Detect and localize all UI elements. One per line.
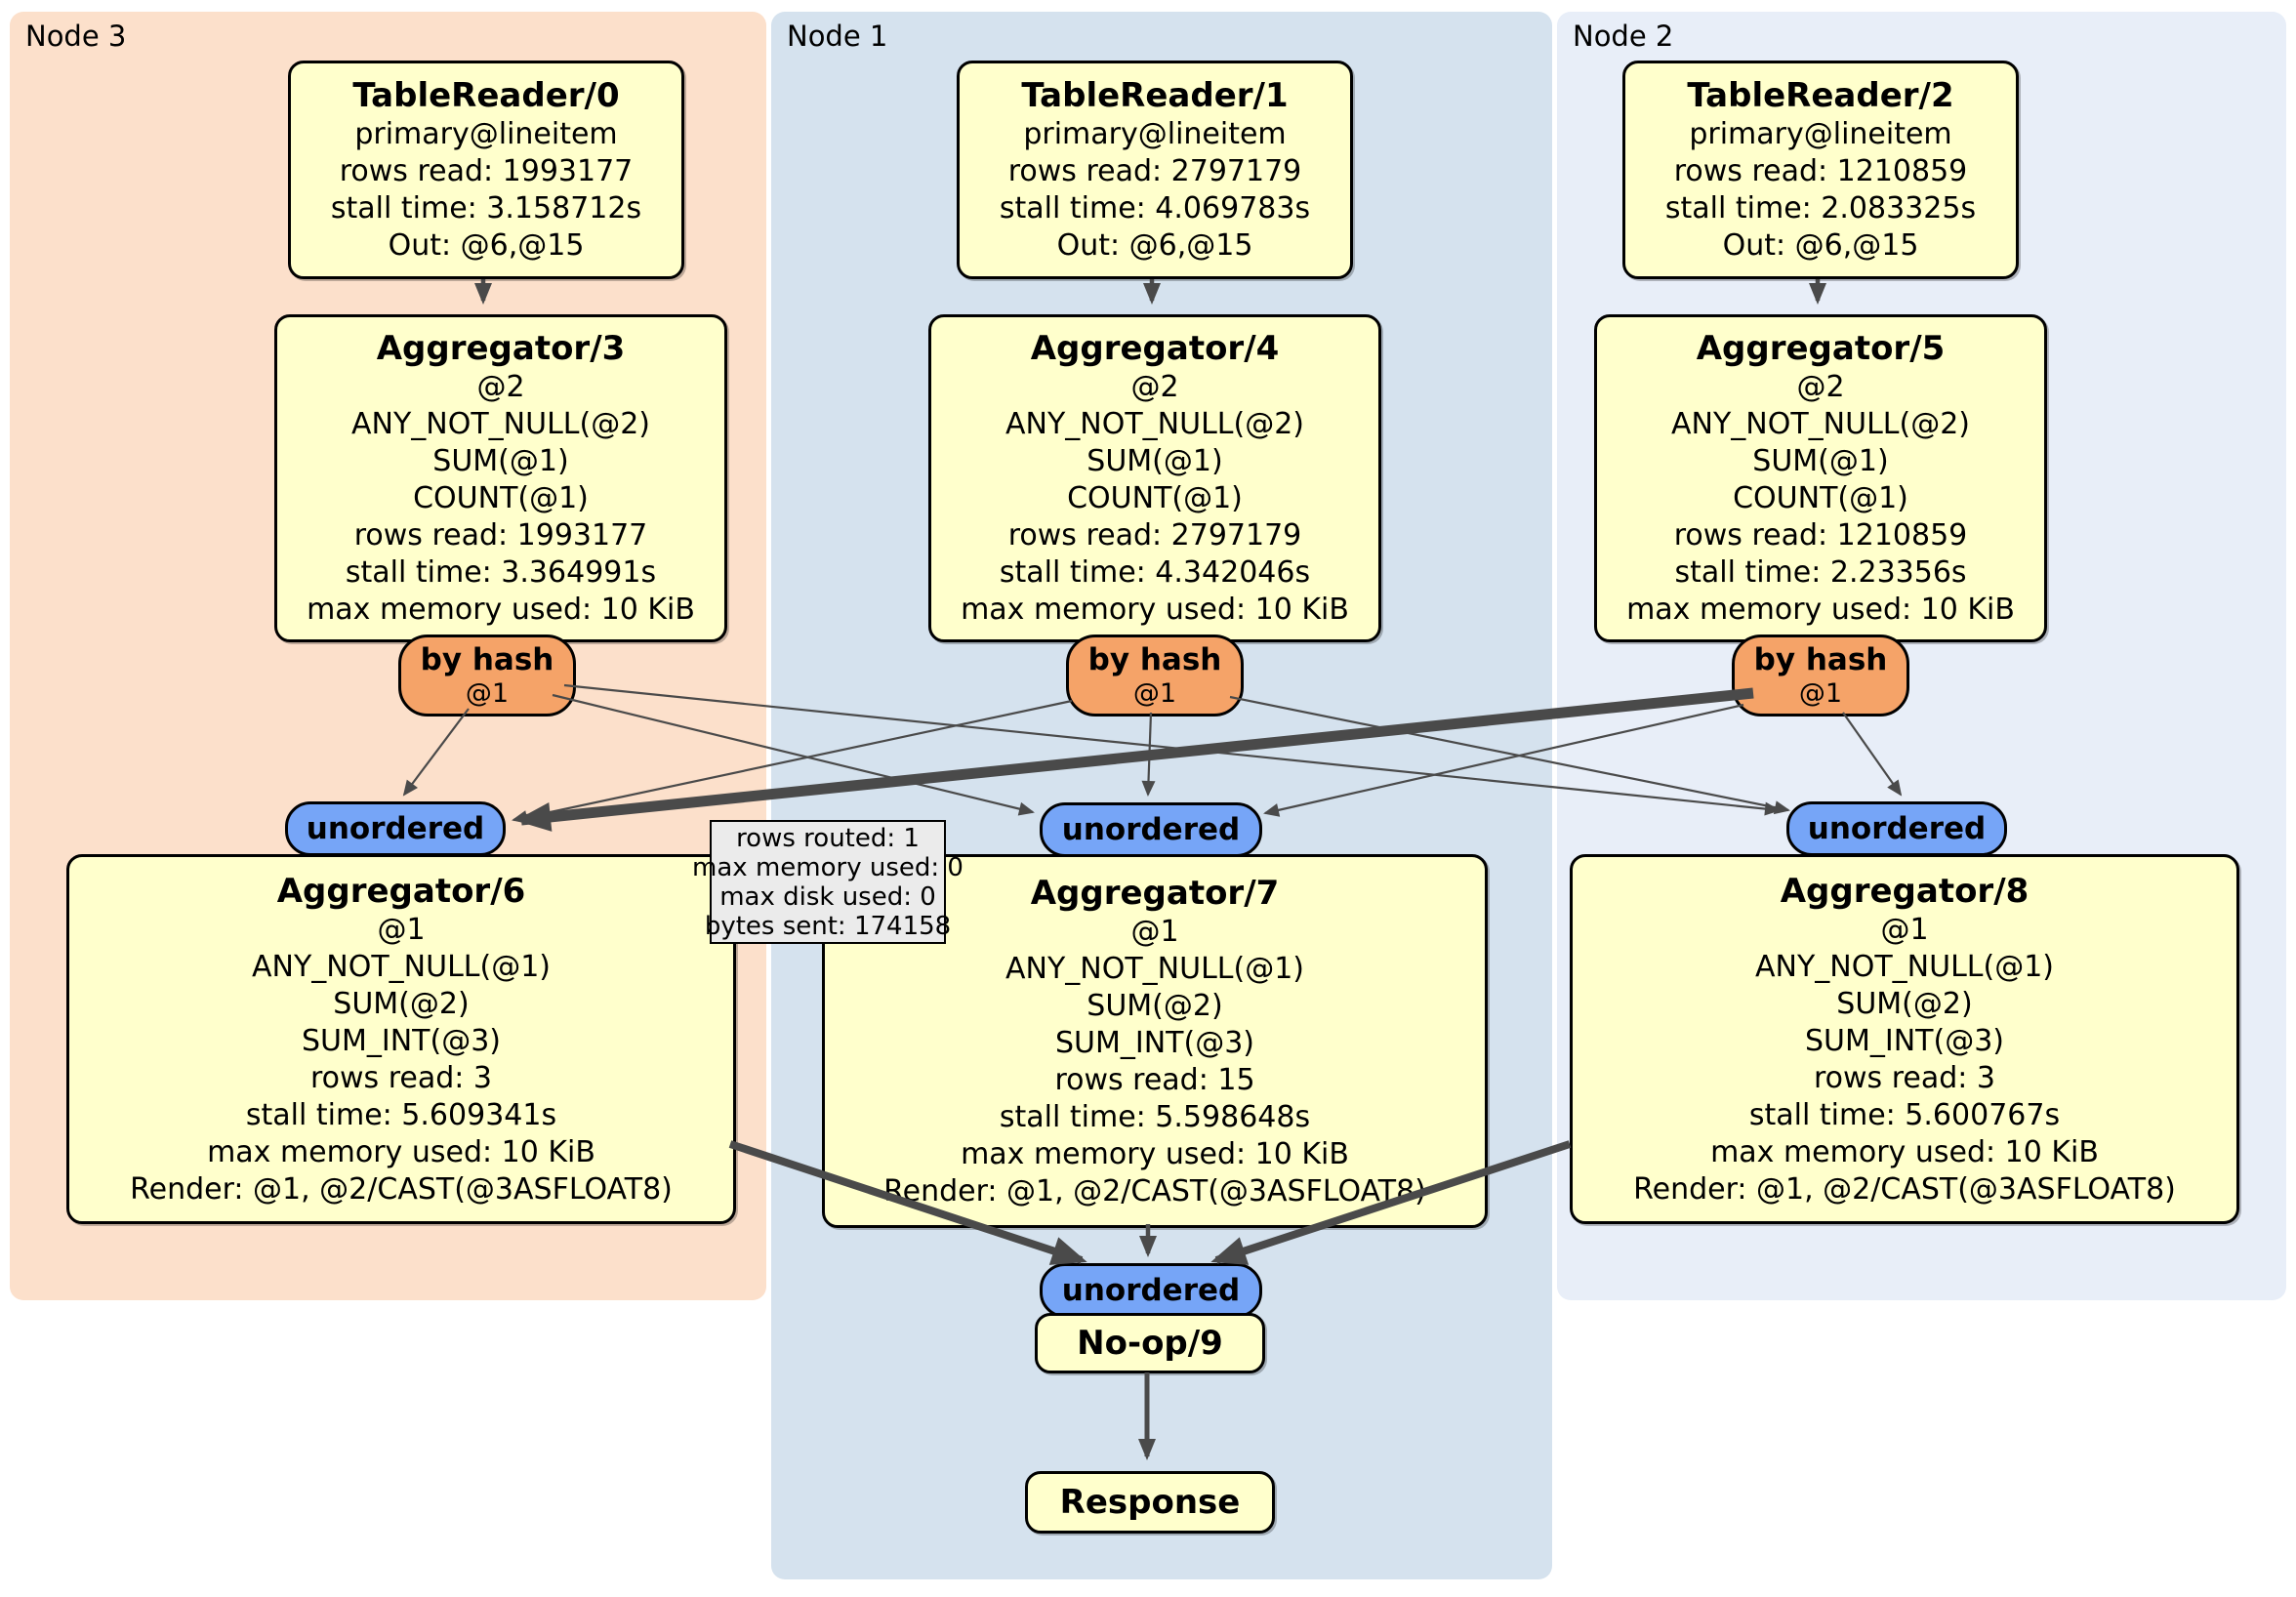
router-by-hash-3: by hash @1 <box>398 635 576 717</box>
processor-line: stall time: 5.598648s <box>999 1099 1311 1134</box>
processor-title: Aggregator/8 <box>1780 871 2030 911</box>
processor-line: stall time: 4.342046s <box>999 555 1311 590</box>
processor-line: ANY_NOT_NULL(@2) <box>1671 407 1970 441</box>
processor-line: @1 <box>1880 912 1929 947</box>
processor-line: rows read: 1993177 <box>339 154 634 188</box>
processor-line: Out: @6,@15 <box>1056 228 1253 263</box>
processor-title: TableReader/2 <box>1687 76 1954 115</box>
processor-line: rows read: 1210859 <box>1673 518 1968 553</box>
processor-line: Out: @6,@15 <box>388 228 585 263</box>
processor-line: @1 <box>377 912 426 947</box>
processor-line: @1 <box>1130 914 1179 949</box>
processor-line: rows read: 3 <box>1813 1060 1996 1095</box>
processor-title: Aggregator/5 <box>1696 329 1946 368</box>
sync-unordered-middle: unordered <box>1040 802 1262 857</box>
processor-response: Response <box>1025 1471 1275 1534</box>
router-key: @1 <box>1798 678 1843 709</box>
processor-aggregator-4: Aggregator/4 @2 ANY_NOT_NULL(@2) SUM(@1)… <box>928 314 1381 642</box>
tooltip-line: bytes sent: 174158 <box>704 911 952 941</box>
processor-line: SUM_INT(@3) <box>1805 1023 2004 1058</box>
processor-line: max memory used: 10 KiB <box>1710 1134 2099 1169</box>
processor-title: Aggregator/7 <box>1030 873 1280 913</box>
tooltip-line: max memory used: 0 <box>692 852 964 882</box>
panel-node-1-label: Node 1 <box>787 20 888 53</box>
processor-line: Out: @6,@15 <box>1722 228 1919 263</box>
processor-line: @2 <box>1130 370 1179 404</box>
processor-aggregator-8: Aggregator/8 @1 ANY_NOT_NULL(@1) SUM(@2)… <box>1570 854 2239 1224</box>
router-label: by hash <box>420 642 554 677</box>
processor-line: stall time: 3.158712s <box>330 191 642 225</box>
processor-line: max memory used: 10 KiB <box>1626 593 2015 627</box>
processor-line: stall time: 5.600767s <box>1748 1097 2061 1132</box>
processor-noop-9: No-op/9 <box>1035 1313 1265 1373</box>
processor-line: SUM(@2) <box>333 986 470 1021</box>
processor-tablereader-2: TableReader/2 primary@lineitem rows read… <box>1622 61 2019 279</box>
processor-line: @2 <box>476 370 525 404</box>
sync-unordered-final: unordered <box>1040 1263 1262 1318</box>
processor-aggregator-3: Aggregator/3 @2 ANY_NOT_NULL(@2) SUM(@1)… <box>274 314 727 642</box>
processor-line: @2 <box>1796 370 1845 404</box>
processor-line: SUM(@1) <box>1752 444 1889 478</box>
processor-line: COUNT(@1) <box>1067 481 1243 515</box>
sync-unordered-left: unordered <box>285 801 506 856</box>
processor-title: Aggregator/6 <box>276 871 526 911</box>
processor-line: primary@lineitem <box>354 117 618 151</box>
edge-stats-tooltip: rows routed: 1 max memory used: 0 max di… <box>692 820 964 944</box>
processor-tablereader-0: TableReader/0 primary@lineitem rows read… <box>288 61 684 279</box>
processor-line: ANY_NOT_NULL(@2) <box>1005 407 1304 441</box>
processor-line: COUNT(@1) <box>1733 481 1908 515</box>
processor-line: rows read: 1210859 <box>1673 154 1968 188</box>
processor-line: COUNT(@1) <box>413 481 589 515</box>
panel-node-3-label: Node 3 <box>25 20 127 53</box>
processor-line: SUM(@2) <box>1836 986 1973 1021</box>
processor-line: SUM_INT(@3) <box>302 1023 501 1058</box>
processor-title: No-op/9 <box>1077 1324 1223 1363</box>
processor-line: max memory used: 10 KiB <box>961 593 1349 627</box>
processor-line: ANY_NOT_NULL(@1) <box>252 949 551 984</box>
tooltip-line: rows routed: 1 <box>736 823 920 853</box>
processor-line: SUM_INT(@3) <box>1055 1025 1254 1060</box>
processor-line: primary@lineitem <box>1689 117 1952 151</box>
router-label: by hash <box>1087 642 1222 677</box>
processor-line: Render: @1, @2/CAST(@3ASFLOAT8) <box>1633 1171 2176 1207</box>
processor-line: Render: @1, @2/CAST(@3ASFLOAT8) <box>130 1171 673 1207</box>
processor-title: Aggregator/3 <box>376 329 626 368</box>
processor-line: rows read: 2797179 <box>1007 518 1302 553</box>
processor-line: stall time: 5.609341s <box>245 1097 557 1132</box>
processor-line: primary@lineitem <box>1023 117 1287 151</box>
processor-title: TableReader/0 <box>352 76 620 115</box>
processor-line: stall time: 4.069783s <box>999 191 1311 225</box>
router-key: @1 <box>465 678 510 709</box>
processor-title: Aggregator/4 <box>1030 329 1280 368</box>
processor-line: max memory used: 10 KiB <box>961 1136 1349 1171</box>
processor-line: rows read: 3 <box>309 1060 493 1095</box>
processor-title: Response <box>1059 1483 1241 1522</box>
processor-line: ANY_NOT_NULL(@1) <box>1755 949 2054 984</box>
router-key: @1 <box>1132 678 1177 709</box>
processor-tablereader-1: TableReader/1 primary@lineitem rows read… <box>957 61 1353 279</box>
processor-line: SUM(@1) <box>1086 444 1223 478</box>
processor-line: max memory used: 10 KiB <box>307 593 695 627</box>
panel-node-2-label: Node 2 <box>1573 20 1674 53</box>
processor-title: TableReader/1 <box>1021 76 1289 115</box>
processor-line: ANY_NOT_NULL(@1) <box>1005 951 1304 986</box>
processor-aggregator-5: Aggregator/5 @2 ANY_NOT_NULL(@2) SUM(@1)… <box>1594 314 2047 642</box>
processor-line: ANY_NOT_NULL(@2) <box>351 407 650 441</box>
processor-aggregator-6: Aggregator/6 @1 ANY_NOT_NULL(@1) SUM(@2)… <box>66 854 736 1224</box>
processor-line: stall time: 3.364991s <box>345 555 657 590</box>
processor-line: rows read: 15 <box>1054 1062 1255 1097</box>
tooltip-line: max disk used: 0 <box>719 881 936 912</box>
processor-line: SUM(@2) <box>1086 988 1223 1023</box>
processor-line: rows read: 1993177 <box>353 518 648 553</box>
processor-line: SUM(@1) <box>432 444 569 478</box>
router-by-hash-4: by hash @1 <box>1066 635 1244 717</box>
processor-line: stall time: 2.23356s <box>1674 555 1967 590</box>
processor-line: Render: @1, @2/CAST(@3ASFLOAT8) <box>883 1173 1426 1208</box>
router-label: by hash <box>1753 642 1888 677</box>
sync-unordered-right: unordered <box>1786 801 2007 856</box>
processor-line: rows read: 2797179 <box>1007 154 1302 188</box>
processor-line: stall time: 2.083325s <box>1664 191 1977 225</box>
router-by-hash-5: by hash @1 <box>1732 635 1909 717</box>
processor-line: max memory used: 10 KiB <box>207 1134 595 1169</box>
